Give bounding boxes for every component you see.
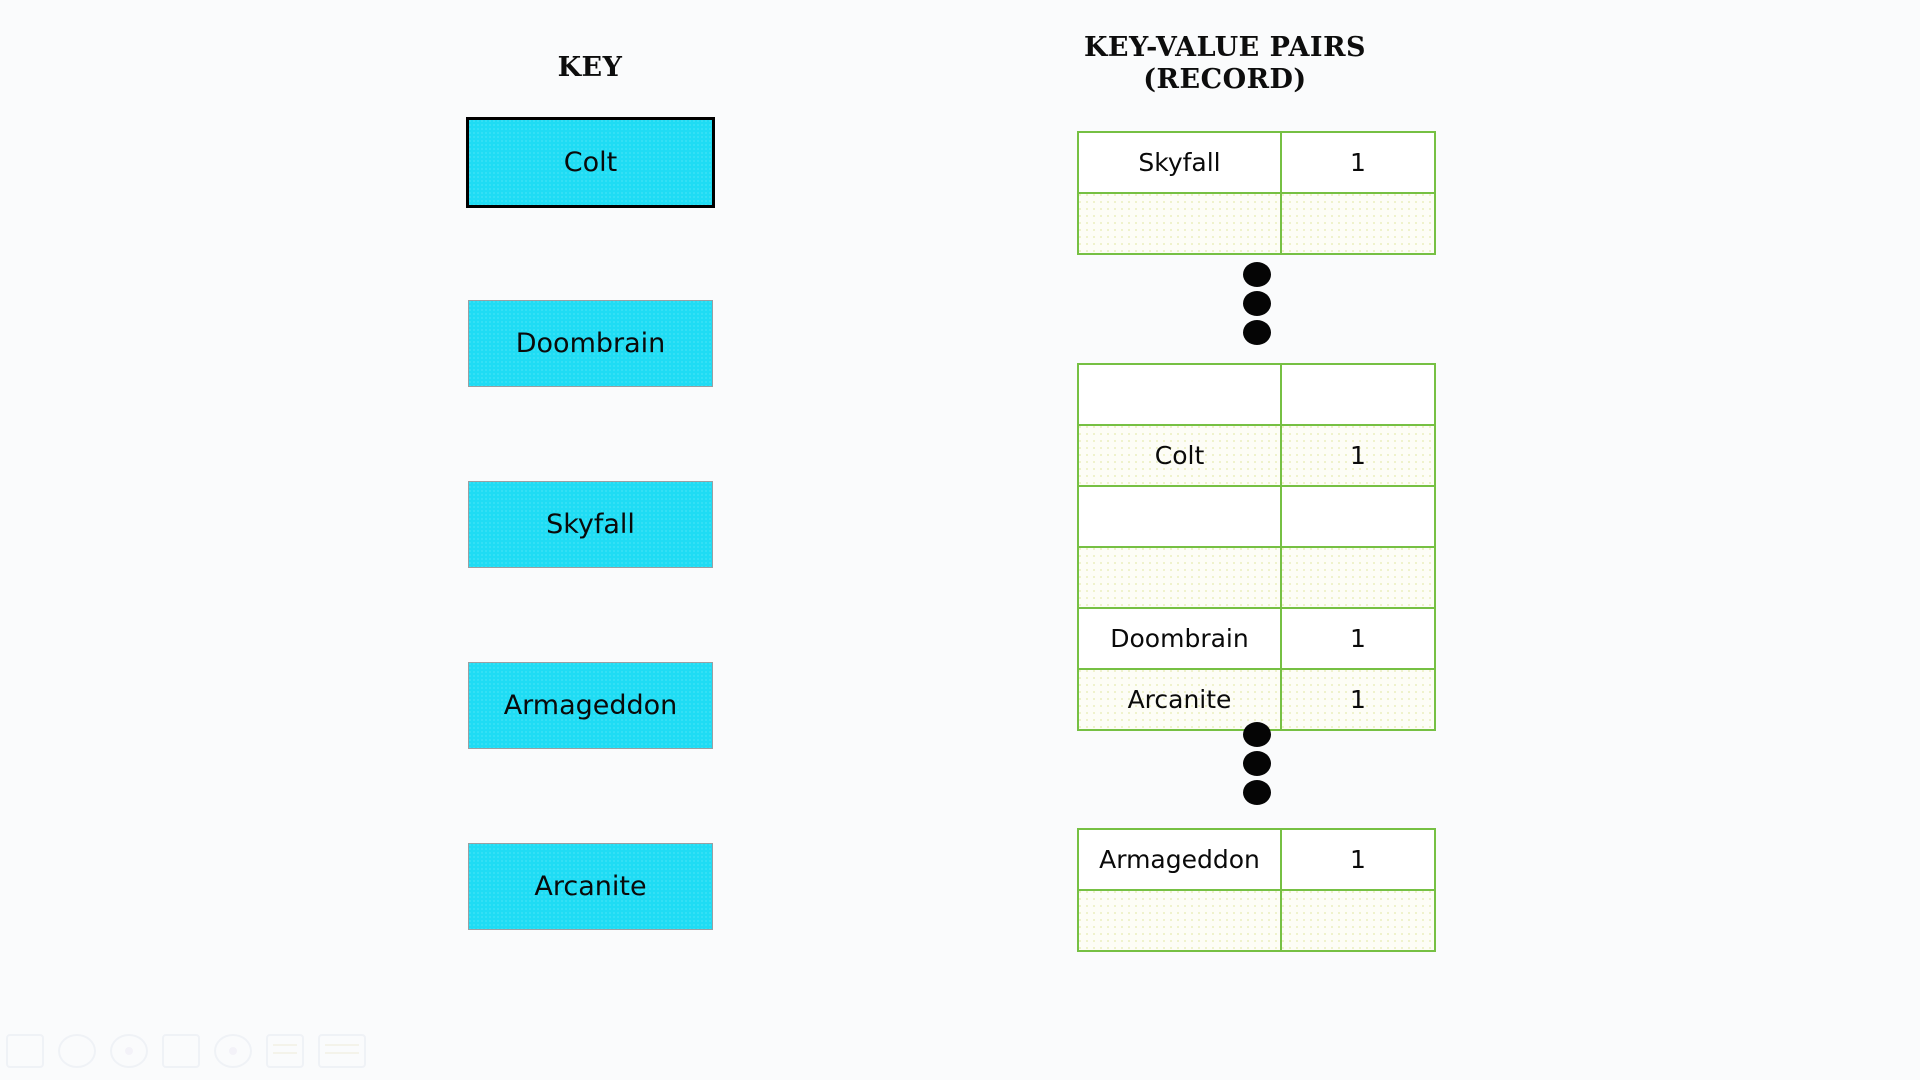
- table-row[interactable]: Arcanite 1: [1079, 668, 1434, 729]
- ellipsis-dot: [1243, 722, 1271, 747]
- ellipsis-upper: [1240, 262, 1274, 345]
- table-row[interactable]: Colt 1: [1079, 424, 1434, 485]
- ellipsis-dot: [1243, 262, 1271, 287]
- text-box-icon: [318, 1034, 366, 1068]
- top-record-table: Skyfall 1: [1077, 131, 1436, 255]
- key-box-doombrain[interactable]: Doombrain: [468, 300, 713, 387]
- key-box-label: Arcanite: [534, 871, 647, 902]
- circle-icon: [58, 1034, 96, 1068]
- record-key-cell: Skyfall: [1079, 133, 1282, 192]
- record-key-cell: Arcanite: [1079, 670, 1282, 729]
- record-key-cell: [1079, 487, 1282, 546]
- bottom-record-table: Armageddon 1: [1077, 828, 1436, 952]
- record-value-cell: [1282, 194, 1434, 253]
- table-row[interactable]: [1079, 365, 1434, 424]
- record-key-cell: [1079, 194, 1282, 253]
- key-box-arcanite[interactable]: Arcanite: [468, 843, 713, 930]
- record-value-cell: 1: [1282, 670, 1434, 729]
- ellipsis-dot: [1243, 780, 1271, 805]
- middle-record-table: Colt 1 Doombrain 1 Arcanite 1: [1077, 363, 1436, 731]
- table-row[interactable]: [1079, 192, 1434, 253]
- circle-dot-icon: [214, 1034, 252, 1068]
- record-key-cell: [1079, 365, 1282, 424]
- table-row[interactable]: Doombrain 1: [1079, 607, 1434, 668]
- table-row[interactable]: Skyfall 1: [1079, 133, 1434, 192]
- record-value-cell: 1: [1282, 426, 1434, 485]
- key-box-armageddon[interactable]: Armageddon: [468, 662, 713, 749]
- table-row[interactable]: [1079, 546, 1434, 607]
- ellipsis-dot: [1243, 291, 1271, 316]
- record-key-cell: [1079, 891, 1282, 950]
- key-box-label: Colt: [563, 147, 618, 178]
- circle-slash-icon: [110, 1034, 148, 1068]
- record-title-line-2: (RECORD): [1143, 63, 1307, 95]
- record-value-cell: [1282, 891, 1434, 950]
- key-box-colt[interactable]: Colt: [466, 117, 715, 208]
- record-value-cell: 1: [1282, 830, 1434, 889]
- table-row[interactable]: Armageddon 1: [1079, 830, 1434, 889]
- square-icon: [6, 1034, 44, 1068]
- ellipsis-dot: [1243, 320, 1271, 345]
- record-value-cell: 1: [1282, 609, 1434, 668]
- key-column-title: KEY: [557, 52, 623, 83]
- record-value-cell: [1282, 365, 1434, 424]
- table-row[interactable]: [1079, 889, 1434, 950]
- key-box-skyfall[interactable]: Skyfall: [468, 481, 713, 568]
- record-column-title: KEY-VALUE PAIRS (RECORD): [1010, 32, 1440, 96]
- key-box-label: Armageddon: [503, 690, 678, 721]
- record-title-line-1: KEY-VALUE PAIRS: [1083, 32, 1367, 63]
- record-key-cell: Doombrain: [1079, 609, 1282, 668]
- record-value-cell: [1282, 487, 1434, 546]
- table-row[interactable]: [1079, 485, 1434, 546]
- key-box-label: Doombrain: [515, 328, 666, 359]
- list-lines-icon: [266, 1034, 304, 1068]
- record-key-cell: Armageddon: [1079, 830, 1282, 889]
- watermark-icon-strip: [6, 1034, 366, 1068]
- ellipsis-dot: [1243, 751, 1271, 776]
- record-key-cell: Colt: [1079, 426, 1282, 485]
- key-box-label: Skyfall: [546, 509, 635, 540]
- record-value-cell: [1282, 548, 1434, 607]
- image-icon: [162, 1034, 200, 1068]
- record-key-cell: [1079, 548, 1282, 607]
- ellipsis-lower: [1240, 722, 1274, 805]
- record-value-cell: 1: [1282, 133, 1434, 192]
